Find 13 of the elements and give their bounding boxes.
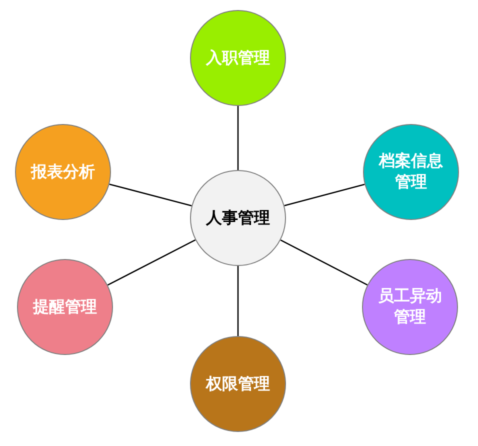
- node-label: 提醒管理: [32, 296, 98, 318]
- node-label: 档案信息管理: [378, 151, 444, 193]
- node-label: 权限管理: [204, 374, 271, 394]
- node-label: 入职管理: [204, 48, 271, 68]
- connector-line: [109, 184, 192, 206]
- connector-line: [284, 184, 365, 206]
- node-label: 人事管理: [204, 208, 271, 228]
- connector-line: [237, 266, 239, 336]
- connector-line: [280, 239, 368, 286]
- node-label: 员工异动管理: [377, 286, 443, 328]
- connector-line: [237, 106, 239, 170]
- node-label: 报表分析: [30, 162, 96, 182]
- connector-line: [107, 239, 196, 286]
